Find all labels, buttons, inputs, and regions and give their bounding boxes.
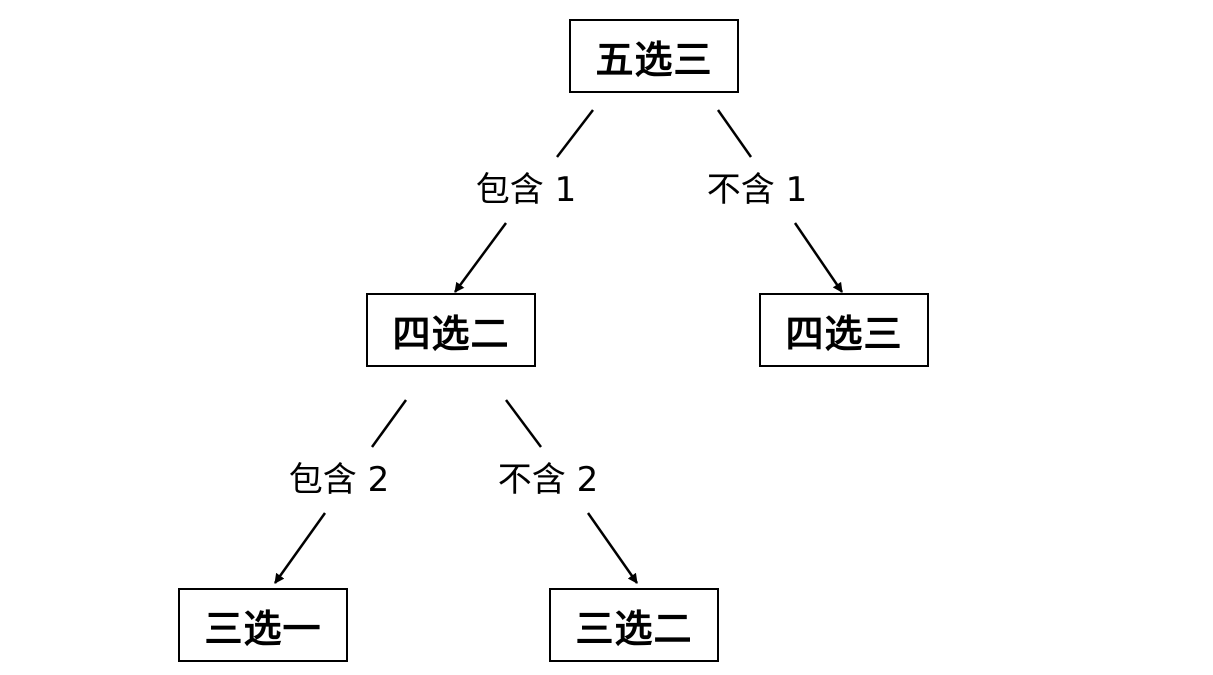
node-left-right: 三选二	[549, 588, 719, 662]
edge-label-root-left: 包含 1	[475, 170, 577, 210]
edge-label-left-left: 包含 2	[288, 460, 390, 500]
edge-root-right-arrow	[793, 222, 844, 293]
edge-label-root-right: 不含 1	[706, 170, 808, 210]
edge-root-left-upper	[556, 109, 594, 158]
edge-left-left-arrow	[273, 512, 327, 584]
edge-root-right-upper	[716, 109, 753, 158]
edge-root-left-arrow	[453, 222, 508, 293]
node-right: 四选三	[759, 293, 929, 367]
node-left: 四选二	[366, 293, 536, 367]
node-left-left: 三选一	[178, 588, 348, 662]
edge-label-left-right: 不含 2	[497, 460, 599, 500]
edge-left-left-upper	[370, 399, 408, 448]
edge-left-right-upper	[504, 399, 543, 448]
node-root: 五选三	[569, 19, 739, 93]
edge-left-right-arrow	[586, 512, 639, 584]
